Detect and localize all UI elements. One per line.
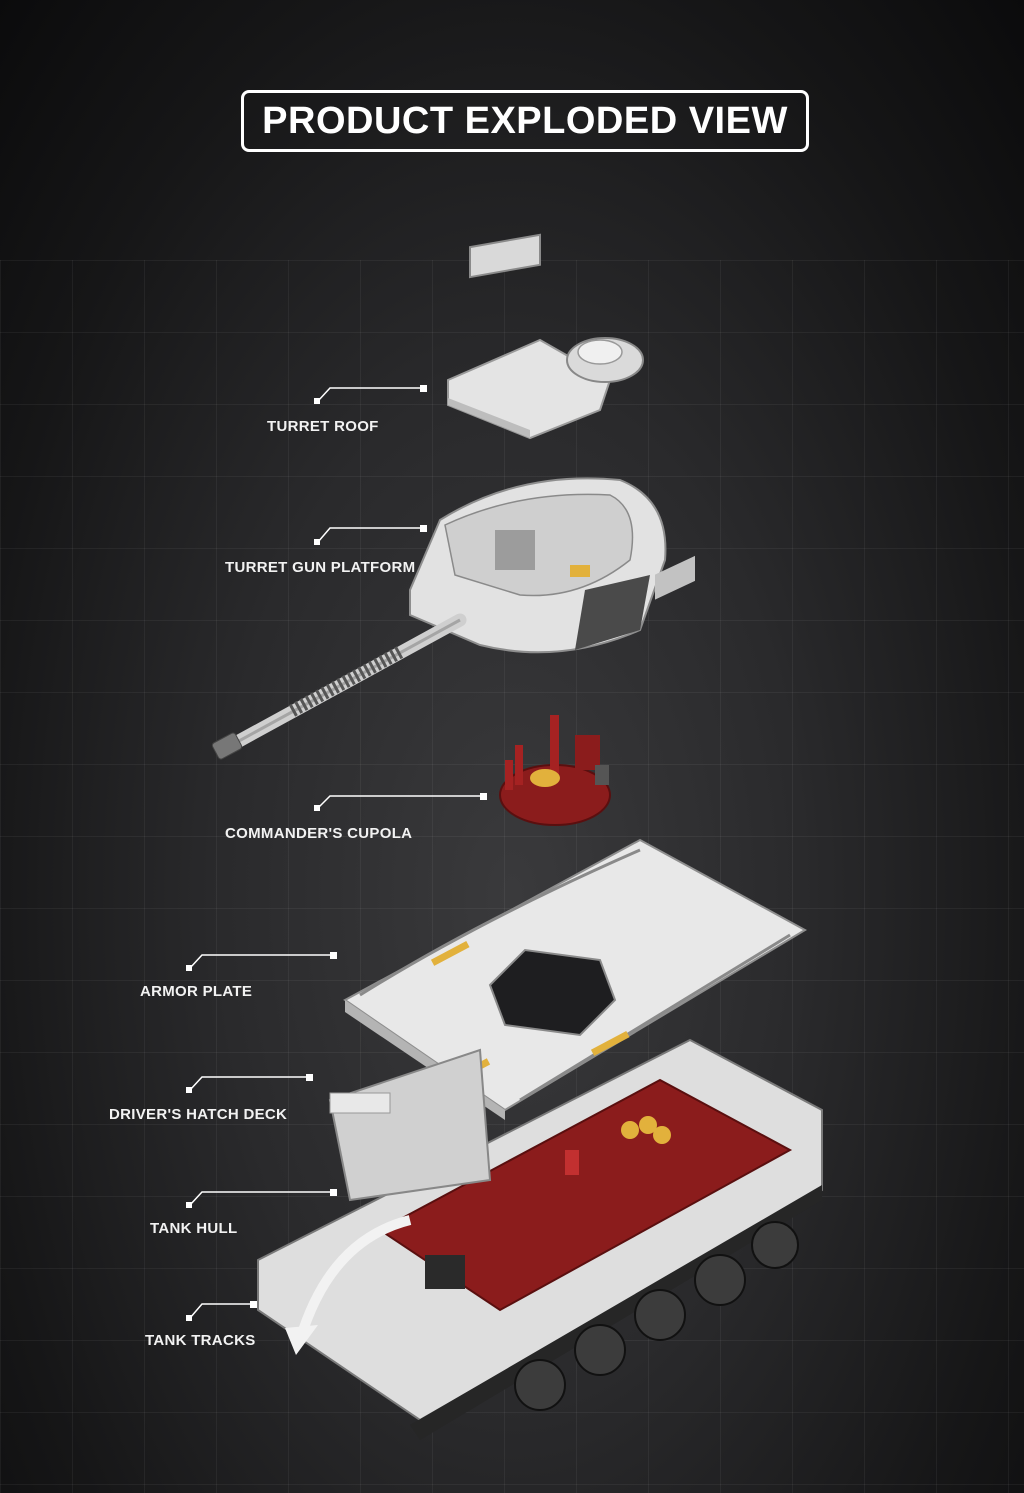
label-turret-gun-platform: TURRET GUN PLATFORM xyxy=(225,559,416,576)
turret-roof-model xyxy=(447,233,644,440)
label-tank-tracks: TANK TRACKS xyxy=(145,1332,256,1349)
leader-nodes xyxy=(186,385,487,1321)
label-drivers-hatch-deck: DRIVER'S HATCH DECK xyxy=(109,1106,288,1123)
tank-hull-model xyxy=(257,1038,823,1440)
label-tank-hull: TANK HULL xyxy=(150,1220,238,1237)
label-commanders-cupola: COMMANDER'S CUPOLA xyxy=(225,825,413,842)
leader-lines xyxy=(189,387,480,1319)
label-armor-plate: ARMOR PLATE xyxy=(140,983,253,1000)
commanders-cupola-model xyxy=(499,715,611,826)
page-title: PRODUCT EXPLODED VIEW xyxy=(241,90,809,152)
turret-gun-platform-model xyxy=(211,477,667,760)
label-turret-roof: TURRET ROOF xyxy=(267,418,379,435)
